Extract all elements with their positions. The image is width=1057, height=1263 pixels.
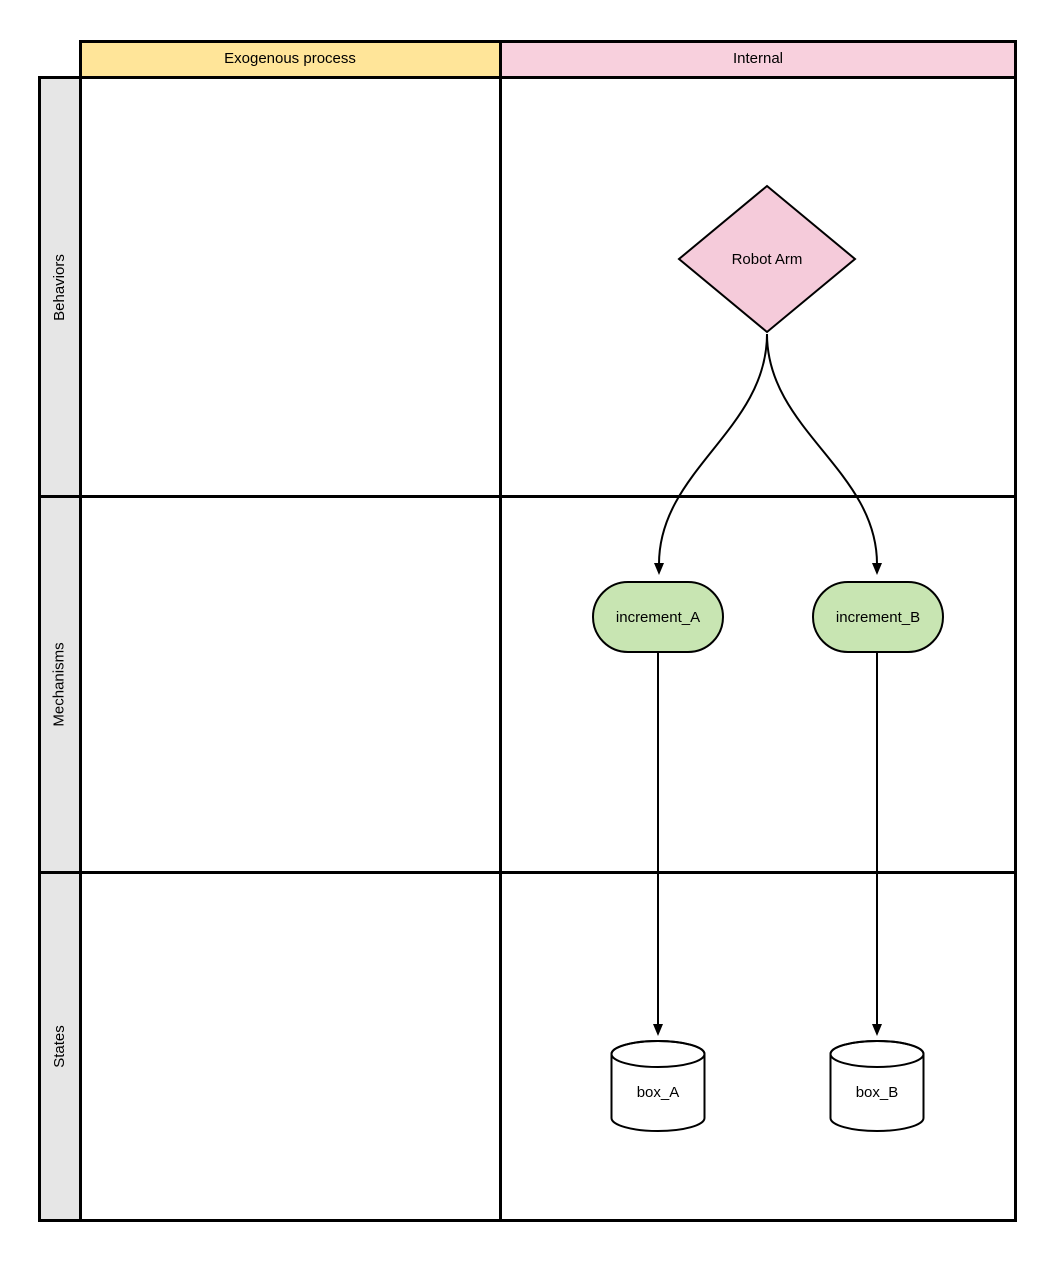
- row-header-states-label: States: [51, 1025, 68, 1068]
- node-box-a-label: box_A: [636, 1084, 680, 1101]
- row-header-column: [39, 77, 80, 1220]
- node-box-a[interactable]: box_A: [610, 1040, 706, 1132]
- row-header-states[interactable]: States: [39, 873, 80, 1220]
- node-box-b-label: box_B: [855, 1084, 899, 1101]
- column-header-exogenous-process[interactable]: Exogenous process: [80, 40, 500, 77]
- node-box-b[interactable]: box_B: [829, 1040, 925, 1132]
- grid-line-mechanisms-states: [39, 871, 1017, 874]
- node-robot-arm-label: Robot Arm: [731, 250, 803, 268]
- column-header-internal[interactable]: Internal: [500, 40, 1016, 77]
- node-robot-arm[interactable]: Robot Arm: [677, 184, 857, 334]
- node-increment-a[interactable]: increment_A: [592, 581, 724, 653]
- node-increment-b-label: increment_B: [835, 608, 921, 626]
- row-header-mechanisms-label: Mechanisms: [51, 641, 69, 727]
- grid-line-right-outer: [1014, 40, 1017, 1222]
- node-increment-b[interactable]: increment_B: [812, 581, 944, 653]
- cylinder-shape: [829, 1040, 925, 1132]
- edge-robot-arm-to-increment-a[interactable]: [654, 333, 768, 575]
- row-header-behaviors[interactable]: Behaviors: [39, 79, 80, 495]
- row-header-mechanisms[interactable]: Mechanisms: [39, 497, 80, 871]
- row-header-behaviors-label: Behaviors: [51, 253, 69, 321]
- grid-line-top: [80, 40, 1017, 43]
- grid-line-behaviors-mechanisms: [39, 495, 1017, 498]
- node-increment-a-label: increment_A: [615, 608, 701, 626]
- grid-line-left-outer: [38, 76, 41, 1222]
- edge-robot-arm-to-increment-b[interactable]: [766, 333, 882, 575]
- grid-line-column-divider: [499, 40, 502, 1222]
- grid-line-rowheader-right: [79, 40, 82, 1222]
- diamond-shape: [677, 184, 857, 334]
- grid-line-header-bottom: [39, 76, 1017, 79]
- grid-line-bottom: [39, 1219, 1017, 1222]
- cylinder-shape: [610, 1040, 706, 1132]
